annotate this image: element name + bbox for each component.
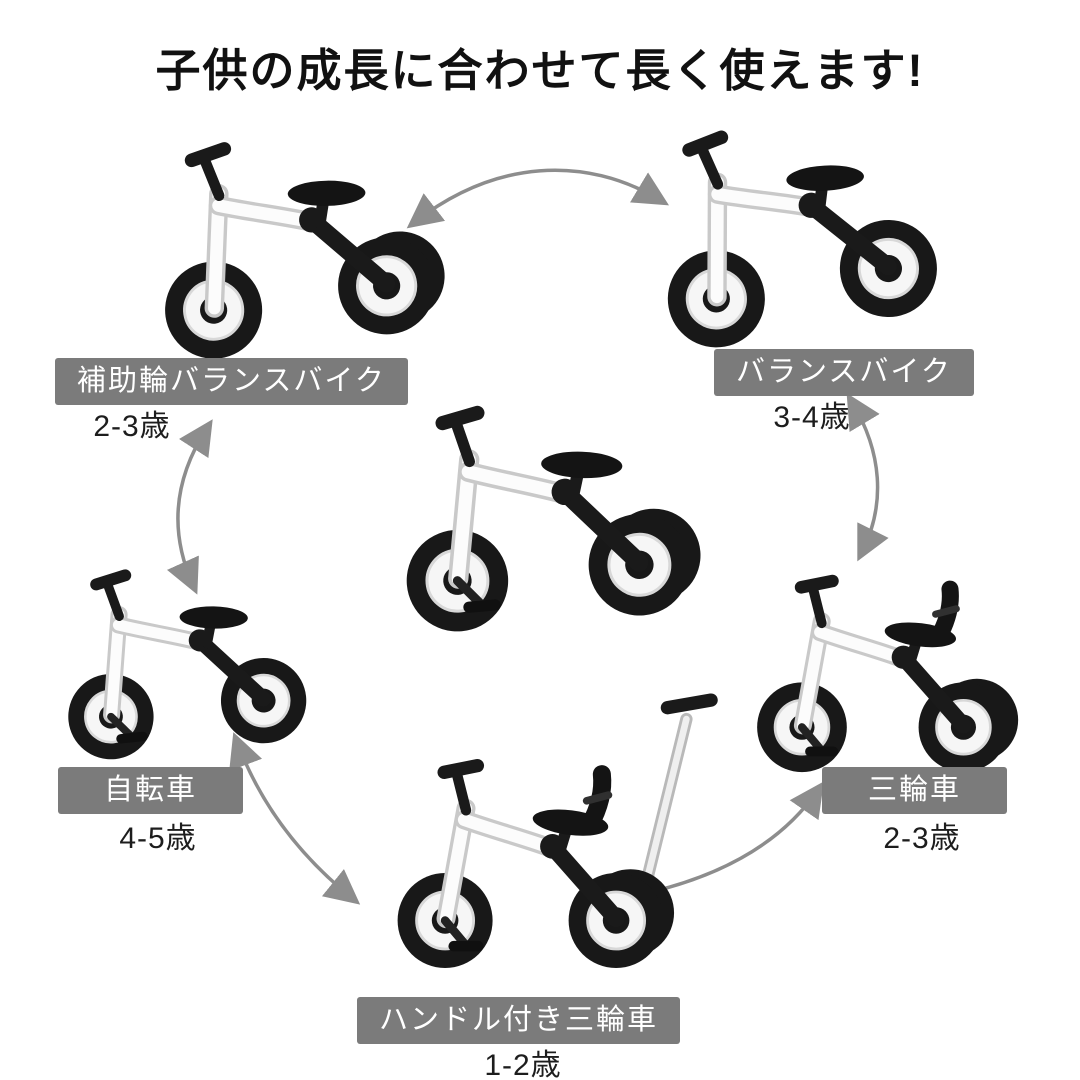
push-handle-grip bbox=[660, 693, 718, 715]
bike-photo-bicycle bbox=[28, 530, 339, 772]
age-bicycle: 4-5歳 bbox=[119, 822, 197, 855]
bike-photo-tricycle bbox=[732, 555, 1037, 779]
label-push-tricycle-text: ハンドル付き三輪車 bbox=[379, 1004, 659, 1036]
age-balance: 3-4歳 bbox=[773, 401, 851, 434]
arrow-bottom-left-convert bbox=[229, 732, 361, 905]
bike-illustration-tricycle bbox=[755, 555, 1037, 774]
bike-photo-balance bbox=[609, 71, 976, 367]
label-bicycle: 自転車 bbox=[58, 767, 244, 814]
bike-photo-center-trike bbox=[362, 363, 728, 646]
label-balance-text: バランスバイク bbox=[736, 356, 952, 388]
bike-illustration-center-trike bbox=[400, 363, 728, 638]
label-tricycle: 三輪車 bbox=[822, 767, 1008, 814]
bike-illustration-assist-balance bbox=[157, 90, 474, 367]
bike-photo-assist-balance bbox=[113, 90, 474, 376]
label-assist-balance-text: 補助輪バランスバイク bbox=[77, 365, 386, 397]
age-assist-balance: 2-3歳 bbox=[93, 410, 171, 443]
label-tricycle-text: 三輪車 bbox=[868, 774, 962, 806]
bike-illustration-bicycle bbox=[62, 530, 312, 765]
label-bicycle-text: 自転車 bbox=[104, 774, 198, 806]
bike-illustration-push-tricycle bbox=[396, 693, 718, 970]
page-title: 子供の成長に合わせて長く使えます! bbox=[155, 45, 925, 96]
bike-illustration-balance bbox=[658, 71, 947, 357]
label-assist-balance: 補助輪バランスバイク bbox=[55, 358, 408, 405]
label-balance: バランスバイク bbox=[714, 349, 974, 396]
bike-photo-push-tricycle bbox=[352, 664, 732, 978]
label-push-tricycle: ハンドル付き三輪車 bbox=[357, 997, 681, 1044]
age-tricycle: 2-3歳 bbox=[883, 822, 961, 855]
age-push-tricycle: 1-2歳 bbox=[484, 1049, 562, 1080]
